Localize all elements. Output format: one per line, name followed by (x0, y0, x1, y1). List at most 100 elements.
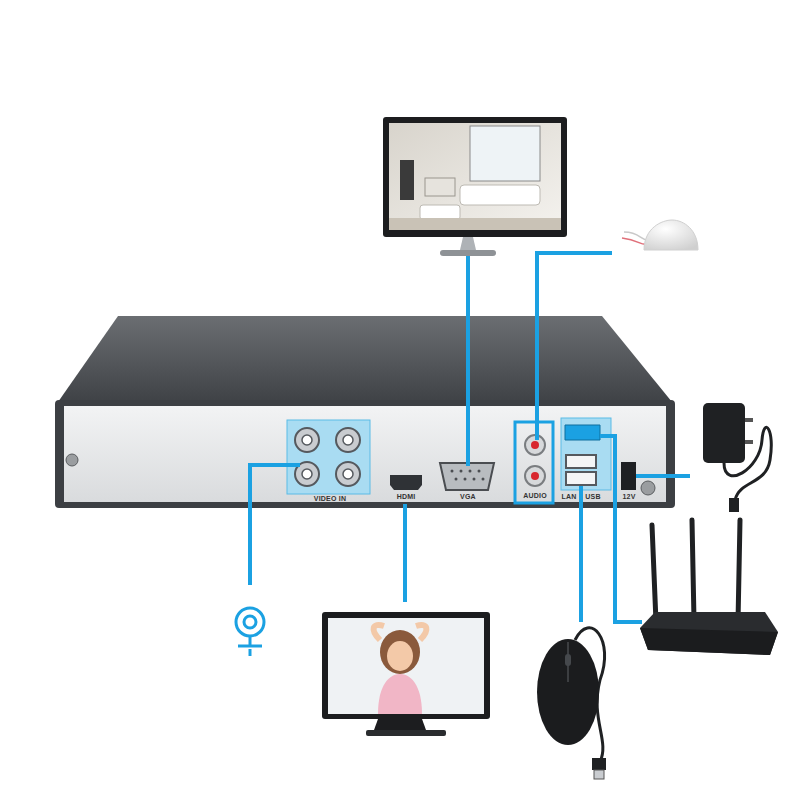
screw (66, 454, 78, 466)
vga-pins (460, 470, 463, 473)
girl-face (387, 641, 413, 671)
girl-arm (374, 625, 384, 640)
room-shelf (400, 160, 414, 200)
bnc-connector (295, 428, 319, 452)
port-label: USB (585, 493, 600, 501)
mouse (537, 628, 606, 779)
adapter-prong (745, 418, 753, 422)
camera-base (238, 645, 262, 648)
dvr-body (55, 316, 675, 508)
girl-arm (416, 625, 426, 640)
monitor-bezel (383, 117, 567, 237)
port-label: VIDEO IN (314, 495, 346, 503)
bnc-core (302, 469, 312, 479)
room-window (470, 126, 540, 181)
vga-pins (469, 470, 472, 473)
router-antenna (692, 520, 694, 620)
usb-plug (592, 758, 606, 770)
bnc-core (302, 435, 353, 479)
camera-lens (244, 616, 256, 628)
rca-core (531, 472, 539, 480)
bnc-core (343, 469, 353, 479)
connection-wire (466, 255, 470, 466)
port-label: LAN (562, 493, 577, 501)
camera-outline (236, 608, 264, 636)
connection-wire (579, 486, 583, 622)
rca-jack (525, 466, 545, 486)
port-label: 12V (622, 493, 635, 501)
mic-wire (624, 232, 648, 240)
adapter-cable (724, 427, 771, 500)
bnc-core (302, 435, 312, 445)
dvr-back-panel (64, 406, 666, 502)
adapter-body (703, 403, 745, 463)
video-in-highlight (287, 420, 370, 494)
connection-wire (250, 465, 300, 585)
router-antenna (652, 520, 740, 622)
monitor-bezel (322, 612, 490, 719)
bnc-connector (336, 462, 360, 486)
vga-pins (451, 470, 485, 481)
adapter-plug (729, 498, 739, 512)
monitor-stand (374, 719, 426, 730)
router (640, 520, 778, 655)
usb-port (566, 472, 596, 485)
connection-wire (403, 504, 407, 602)
monitor-stand (460, 237, 476, 250)
screw (641, 481, 655, 495)
bnc-core (343, 435, 353, 445)
connection-wire (600, 436, 642, 622)
vga-pins (451, 470, 454, 473)
audio-highlight (515, 422, 553, 503)
dvr-lid (58, 316, 672, 402)
power-jack (621, 462, 636, 490)
port-label: AUDIO (523, 492, 547, 500)
router-antenna (738, 520, 740, 622)
monitor-base (440, 250, 496, 256)
adapter-prong (745, 440, 753, 444)
monitor-screen (389, 123, 561, 230)
monitor-screen (328, 618, 484, 714)
lan-usb-highlight (561, 418, 611, 490)
room-chair (420, 205, 460, 220)
mouse-wheel (565, 654, 571, 666)
hdmi-monitor (322, 612, 490, 736)
port-label: HDMI (397, 493, 416, 501)
hdmi-port (390, 475, 422, 490)
usb-plug-tip (594, 770, 604, 779)
vga-monitor (383, 117, 567, 256)
lan-port (565, 425, 600, 440)
connection-wire (636, 474, 690, 478)
router-front (640, 628, 778, 655)
camera-stand (249, 636, 252, 645)
camera-icon (236, 608, 264, 656)
vga-pins (473, 478, 476, 481)
lan-usb-ports (561, 418, 611, 490)
router-body (640, 612, 778, 655)
mouse-body (537, 639, 599, 745)
vga-port (440, 463, 494, 490)
router-antenna (652, 525, 656, 622)
vga-pins (464, 478, 467, 481)
connection-wire (537, 253, 612, 440)
rca-core (531, 441, 539, 449)
video-in-ports (287, 420, 370, 494)
mic-dome (644, 220, 698, 250)
vga-pins (478, 470, 481, 473)
camera-cable (249, 649, 252, 656)
audio-ports (515, 422, 553, 503)
room-fireplace (425, 178, 455, 196)
usb-port (566, 455, 596, 468)
monitor-base (366, 730, 446, 736)
room-floor (389, 218, 561, 230)
girl-hair (380, 630, 420, 674)
port-label: VGA (460, 493, 476, 501)
girl-dress (378, 674, 422, 714)
bnc-connector (295, 428, 360, 486)
room-sofa (460, 185, 540, 205)
power-adapter (703, 403, 771, 512)
dome-microphone (622, 220, 698, 250)
connection-wire (250, 253, 690, 622)
